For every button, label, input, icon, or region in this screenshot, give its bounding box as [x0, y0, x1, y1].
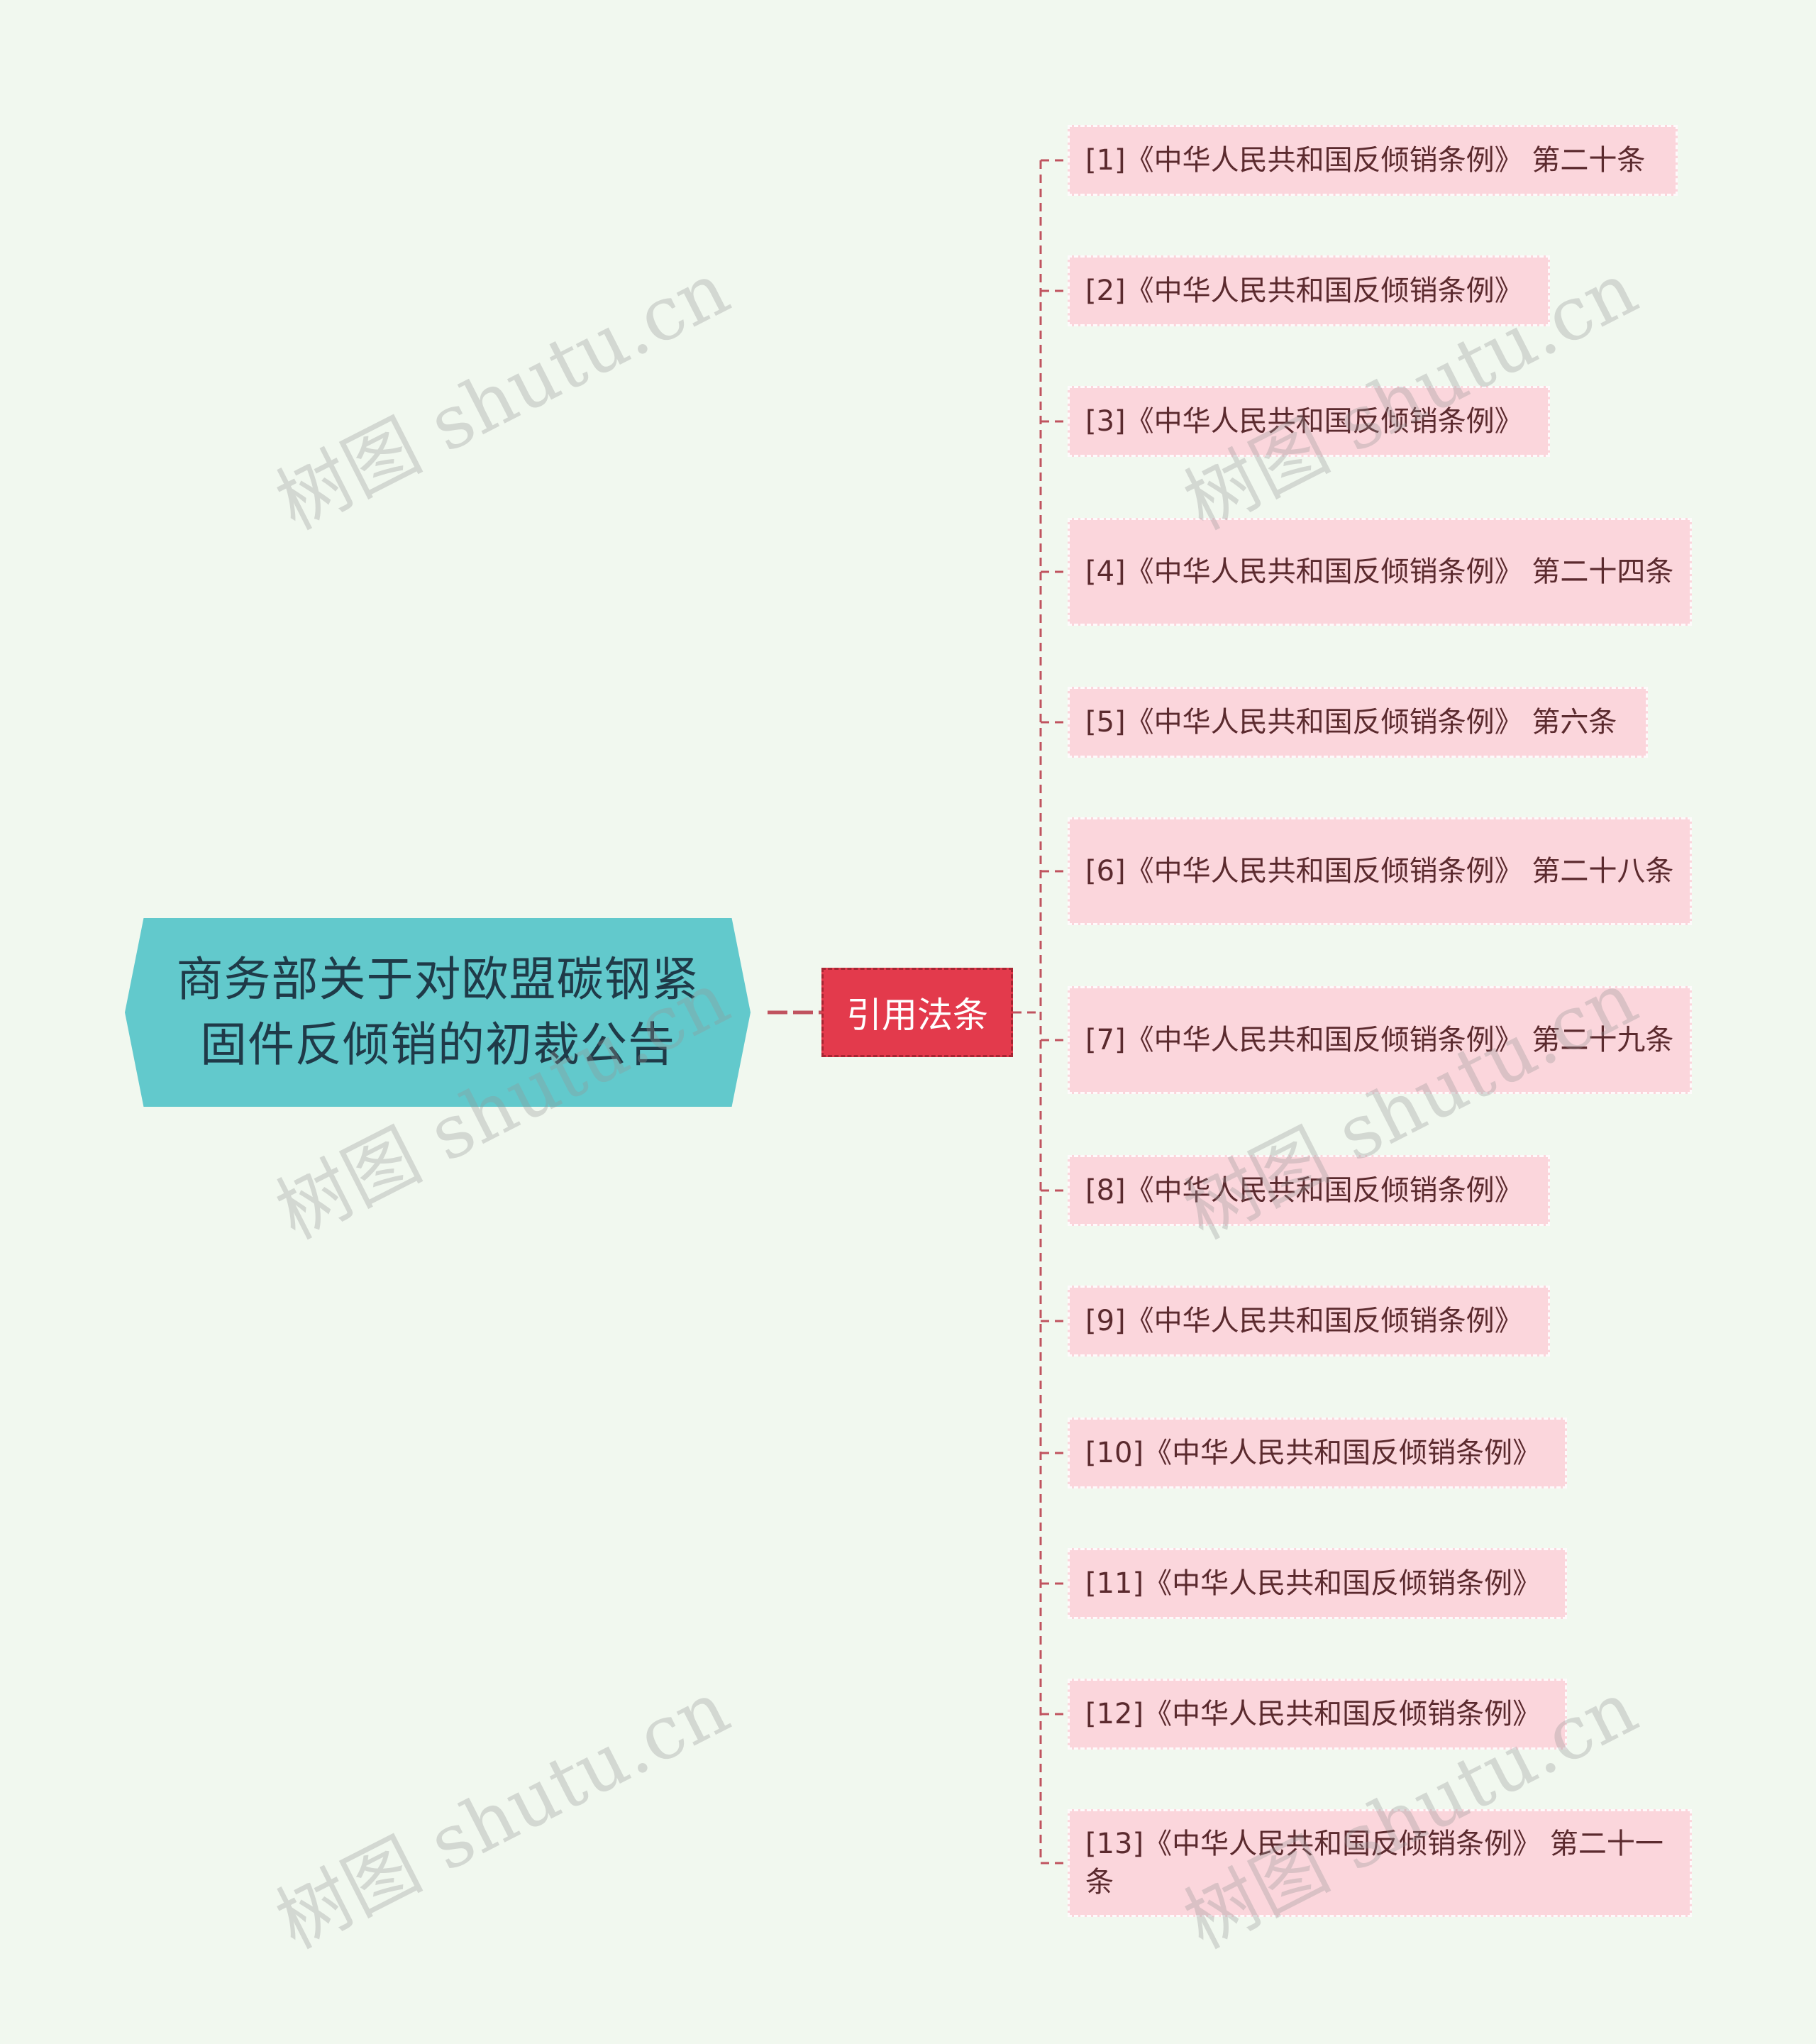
leaf-node-label: [6]《中华人民共和国反倾销条例》 第二十八条: [1085, 855, 1674, 888]
leaf-node[interactable]: [9]《中华人民共和国反倾销条例》: [1068, 1286, 1550, 1357]
leaf-node-label: [10]《中华人民共和国反倾销条例》: [1085, 1437, 1541, 1469]
leaf-node[interactable]: [6]《中华人民共和国反倾销条例》 第二十八条: [1068, 817, 1692, 925]
leaf-node-label: [1]《中华人民共和国反倾销条例》 第二十条: [1085, 144, 1646, 177]
leaf-node-label: [11]《中华人民共和国反倾销条例》: [1085, 1567, 1541, 1600]
branch-node-label: 引用法条: [846, 995, 988, 1036]
leaf-node-label: [7]《中华人民共和国反倾销条例》 第二十九条: [1085, 1024, 1674, 1056]
leaf-node-label: [12]《中华人民共和国反倾销条例》: [1085, 1698, 1541, 1730]
leaf-node-label: [4]《中华人民共和国反倾销条例》 第二十四条: [1085, 556, 1674, 588]
leaf-node[interactable]: [13]《中华人民共和国反倾销条例》 第二十一条: [1068, 1809, 1692, 1917]
leaf-node[interactable]: [10]《中华人民共和国反倾销条例》: [1068, 1418, 1567, 1488]
leaf-node[interactable]: [12]《中华人民共和国反倾销条例》: [1068, 1679, 1567, 1750]
leaf-node[interactable]: [11]《中华人民共和国反倾销条例》: [1068, 1548, 1567, 1619]
leaf-node-label: [8]《中华人民共和国反倾销条例》: [1085, 1174, 1523, 1207]
leaf-node-label: [9]《中华人民共和国反倾销条例》: [1085, 1305, 1523, 1337]
leaf-node-label: [2]《中华人民共和国反倾销条例》: [1085, 275, 1523, 307]
root-node[interactable]: 商务部关于对欧盟碳钢紧固件反倾销的初裁公告: [125, 918, 751, 1107]
leaf-node[interactable]: [2]《中华人民共和国反倾销条例》: [1068, 255, 1550, 326]
leaf-node[interactable]: [1]《中华人民共和国反倾销条例》 第二十条: [1068, 125, 1678, 196]
leaf-node-label: [13]《中华人民共和国反倾销条例》 第二十一条: [1085, 1828, 1663, 1899]
leaf-node-label: [3]《中华人民共和国反倾销条例》: [1085, 405, 1523, 438]
leaf-node[interactable]: [3]《中华人民共和国反倾销条例》: [1068, 386, 1550, 457]
leaf-node[interactable]: [5]《中华人民共和国反倾销条例》 第六条: [1068, 687, 1648, 758]
root-node-label: 商务部关于对欧盟碳钢紧固件反倾销的初裁公告: [176, 952, 699, 1072]
leaf-node-label: [5]《中华人民共和国反倾销条例》 第六条: [1085, 706, 1617, 739]
leaf-node[interactable]: [4]《中华人民共和国反倾销条例》 第二十四条: [1068, 518, 1692, 626]
leaf-node[interactable]: [8]《中华人民共和国反倾销条例》: [1068, 1155, 1550, 1226]
leaf-node[interactable]: [7]《中华人民共和国反倾销条例》 第二十九条: [1068, 986, 1692, 1094]
branch-node[interactable]: 引用法条: [821, 968, 1013, 1057]
